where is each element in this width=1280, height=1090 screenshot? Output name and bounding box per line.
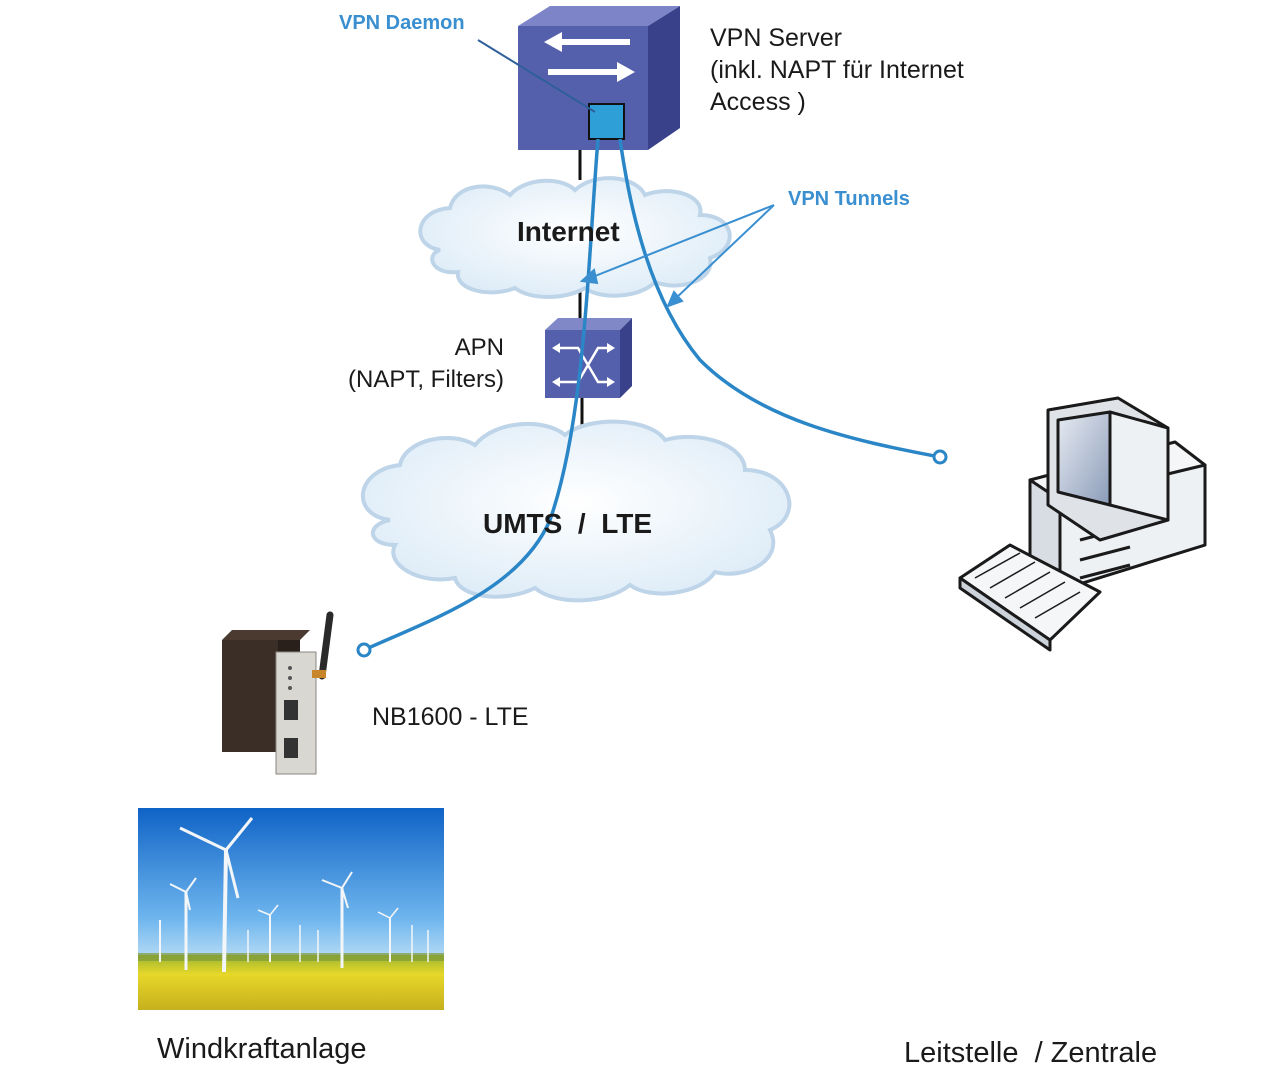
apn-label: APN (NAPT, Filters)	[318, 332, 504, 396]
vpn-server-icon	[518, 6, 680, 150]
vpn-tunnels-pointer	[579, 204, 775, 308]
apn-line2: (NAPT, Filters)	[348, 366, 504, 393]
cellular-cloud	[361, 419, 792, 603]
vpn-tunnels-label: VPN Tunnels	[788, 188, 910, 210]
internet-label: Internet	[517, 216, 620, 247]
vpn-daemon-label: VPN Daemon	[339, 12, 465, 34]
vpn-server-line3: Access )	[710, 88, 806, 116]
vpn-daemon-box	[588, 103, 625, 140]
router-device-icon	[222, 611, 334, 775]
control-center-label: Leitstelle / Zentrale	[904, 1037, 1158, 1069]
vpn-tunnel-device	[363, 138, 600, 652]
vpn-daemon-pointer	[477, 39, 596, 113]
desktop-computer-icon	[958, 396, 1207, 652]
vpn-server-line1: VPN Server	[710, 24, 842, 52]
apn-switch-icon	[545, 318, 632, 398]
vpn-tunnel-control	[618, 138, 941, 459]
cellular-label: UMTS / LTE	[483, 508, 653, 539]
tunnel-endpoint-device	[356, 642, 372, 658]
vpn-server-line2: (inkl. NAPT für Internet	[710, 56, 964, 84]
vpn-server-label: VPN Server (inkl. NAPT für Internet Acce…	[710, 22, 964, 118]
device-label: NB1600 - LTE	[372, 703, 529, 731]
apn-line1: APN	[454, 334, 504, 361]
wind-farm-photo	[138, 808, 444, 1010]
tunnel-endpoint-control	[932, 449, 948, 465]
site-label: Windkraftanlage	[157, 1033, 367, 1065]
